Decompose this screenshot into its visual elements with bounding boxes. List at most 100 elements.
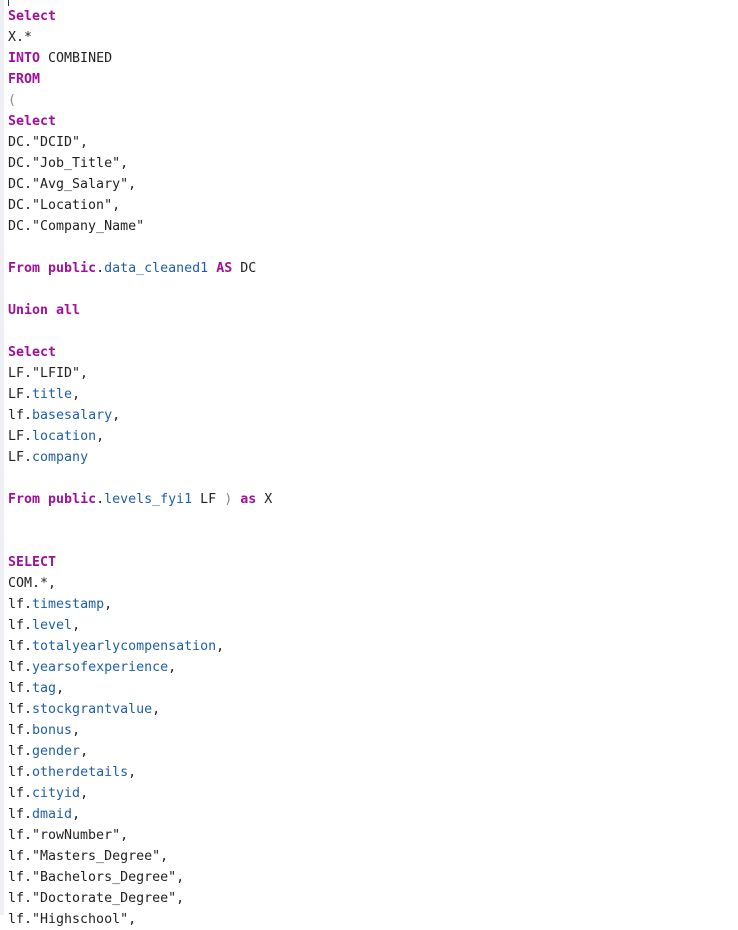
code-text: LF. xyxy=(8,387,33,402)
code-line[interactable]: LF.title, xyxy=(8,384,738,405)
code-text: DC."DCID", xyxy=(8,135,89,150)
code-line[interactable]: From public.data_cleaned1 AS DC xyxy=(8,258,738,279)
code-text: lf. xyxy=(8,765,33,780)
code-text: lf. xyxy=(8,744,33,759)
code-line[interactable]: COM.*, xyxy=(8,573,738,594)
sql-identifier: basesalary xyxy=(32,408,113,423)
sql-identifier: company xyxy=(32,450,89,465)
code-line[interactable]: lf.yearsofexperience, xyxy=(8,657,738,678)
sql-keyword: From xyxy=(8,261,41,276)
code-line[interactable]: LF.company xyxy=(8,447,738,468)
sql-identifier: stockgrantvalue xyxy=(32,702,153,717)
code-line[interactable]: lf."rowNumber", xyxy=(8,825,738,846)
code-text: , xyxy=(168,660,177,675)
code-line[interactable]: lf.level, xyxy=(8,615,738,636)
code-text: ( xyxy=(8,93,17,108)
sql-identifier: title xyxy=(32,387,73,402)
code-line[interactable]: SELECT xyxy=(8,552,738,573)
code-text: , xyxy=(56,681,65,696)
code-line[interactable]: Select xyxy=(8,342,738,363)
sql-keyword: Select xyxy=(8,345,57,360)
code-text: , xyxy=(104,597,113,612)
code-line[interactable] xyxy=(8,510,738,531)
code-text: DC."Company_Name" xyxy=(8,219,145,234)
code-line[interactable]: Select xyxy=(8,6,738,27)
code-line[interactable]: FROM xyxy=(8,69,738,90)
code-line[interactable]: DC."Location", xyxy=(8,195,738,216)
code-line[interactable]: lf.cityid, xyxy=(8,783,738,804)
code-text: lf. xyxy=(8,807,33,822)
code-text: lf. xyxy=(8,702,33,717)
sql-keyword: AS xyxy=(216,261,233,276)
sql-keyword: Select xyxy=(8,114,57,129)
code-line[interactable] xyxy=(8,237,738,258)
code-text: COMBINED xyxy=(40,51,113,66)
code-line[interactable]: lf.stockgrantvalue, xyxy=(8,699,738,720)
sql-identifier: timestamp xyxy=(32,597,105,612)
code-line[interactable]: ( xyxy=(8,90,738,111)
sql-keyword: public xyxy=(48,492,97,507)
code-text: DC."Avg_Salary", xyxy=(8,177,137,192)
sql-identifier: cityid xyxy=(32,786,81,801)
code-text: LF xyxy=(192,492,225,507)
code-line[interactable]: lf."Bachelors_Degree", xyxy=(8,867,738,888)
code-line[interactable]: DC."DCID", xyxy=(8,132,738,153)
code-text: lf. xyxy=(8,660,33,675)
code-line[interactable]: lf.tag, xyxy=(8,678,738,699)
code-line[interactable]: X.* xyxy=(8,27,738,48)
code-text: DC xyxy=(232,261,257,276)
sql-keyword: SELECT xyxy=(8,555,57,570)
code-text: . xyxy=(96,261,105,276)
code-line[interactable]: lf.basesalary, xyxy=(8,405,738,426)
sql-keyword: From xyxy=(8,492,41,507)
code-text: lf."Bachelors_Degree", xyxy=(8,870,185,885)
code-text: lf. xyxy=(8,786,33,801)
code-text: , xyxy=(72,618,81,633)
sql-keyword: as xyxy=(240,492,257,507)
code-line[interactable] xyxy=(8,321,738,342)
sql-identifier: levels_fyi1 xyxy=(104,492,193,507)
code-line[interactable]: DC."Avg_Salary", xyxy=(8,174,738,195)
sql-identifier: totalyearlycompensation xyxy=(32,639,217,654)
code-line[interactable]: DC."Company_Name" xyxy=(8,216,738,237)
code-line[interactable] xyxy=(8,531,738,552)
sql-identifier: data_cleaned1 xyxy=(104,261,209,276)
code-text: lf. xyxy=(8,597,33,612)
code-line[interactable]: INTO COMBINED xyxy=(8,48,738,69)
sql-identifier: otherdetails xyxy=(32,765,129,780)
code-line[interactable]: lf."Highschool", xyxy=(8,909,738,930)
code-text: lf."Doctorate_Degree", xyxy=(8,891,185,906)
code-text xyxy=(208,261,216,276)
code-line[interactable]: Select xyxy=(8,111,738,132)
code-text: , xyxy=(72,807,81,822)
code-text: lf. xyxy=(8,681,33,696)
code-line[interactable]: DC."Job_Title", xyxy=(8,153,738,174)
code-line[interactable]: From public.levels_fyi1 LF ) as X xyxy=(8,489,738,510)
code-line[interactable]: lf."Doctorate_Degree", xyxy=(8,888,738,909)
code-text: LF. xyxy=(8,429,33,444)
sql-identifier: location xyxy=(32,429,97,444)
code-line[interactable]: LF.location, xyxy=(8,426,738,447)
sql-keyword: INTO xyxy=(8,51,41,66)
code-line[interactable]: lf.bonus, xyxy=(8,720,738,741)
code-line[interactable]: lf.dmaid, xyxy=(8,804,738,825)
sql-identifier: dmaid xyxy=(32,807,73,822)
sql-keyword: Select xyxy=(8,9,57,24)
code-line[interactable]: LF."LFID", xyxy=(8,363,738,384)
code-line[interactable]: lf."Masters_Degree", xyxy=(8,846,738,867)
sql-identifier: tag xyxy=(32,681,57,696)
sql-identifier: yearsofexperience xyxy=(32,660,169,675)
code-line[interactable]: lf.timestamp, xyxy=(8,594,738,615)
code-line[interactable]: lf.gender, xyxy=(8,741,738,762)
code-line[interactable]: Union all xyxy=(8,300,738,321)
code-line[interactable]: lf.otherdetails, xyxy=(8,762,738,783)
sql-identifier: level xyxy=(32,618,73,633)
code-line[interactable] xyxy=(8,468,738,489)
code-text: lf. xyxy=(8,618,33,633)
code-text: ) xyxy=(224,492,233,507)
code-text: lf. xyxy=(8,723,33,738)
code-line[interactable] xyxy=(8,279,738,300)
code-line[interactable]: lf.totalyearlycompensation, xyxy=(8,636,738,657)
code-text: LF."LFID", xyxy=(8,366,89,381)
